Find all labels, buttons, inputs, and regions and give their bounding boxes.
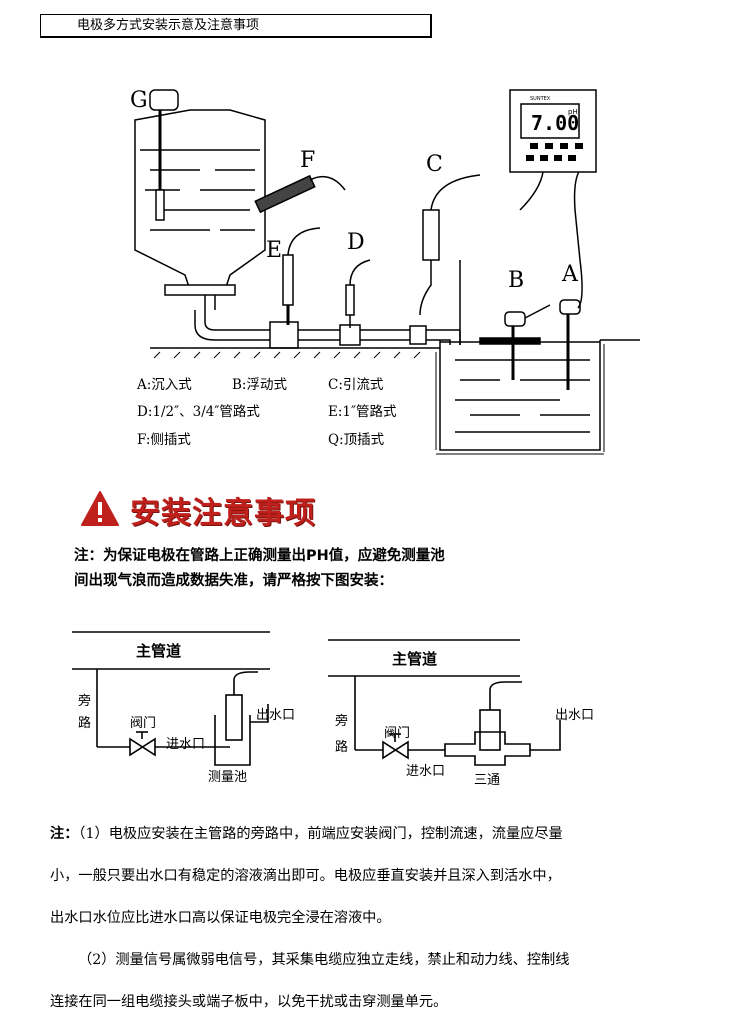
left-outlet: 出水口 bbox=[256, 708, 296, 723]
page-header: 电极多方式安装示意及注意事项 bbox=[40, 14, 432, 38]
left-inlet: 进水口 bbox=[166, 737, 206, 752]
warning-title: 安装注意事项 bbox=[130, 496, 316, 531]
notes-label: 注： bbox=[50, 826, 79, 842]
notes-p1-text1: （1）电极应安装在主管路的旁路中，前端应安装阀门，控制流速，流量应尽量 bbox=[78, 826, 563, 842]
right-outlet: 出水口 bbox=[555, 708, 595, 723]
legend-q: Q:顶插式 bbox=[328, 432, 385, 448]
left-main-pipe: 主管道 bbox=[136, 642, 182, 660]
right-inlet: 进水口 bbox=[406, 764, 446, 779]
label-d: D bbox=[347, 230, 365, 255]
warning-triangle-icon bbox=[81, 491, 119, 526]
right-main-pipe: 主管道 bbox=[392, 650, 438, 668]
left-bypass-2: 路 bbox=[78, 716, 92, 731]
right-bypass-1: 旁 bbox=[335, 714, 349, 729]
left-cell: 测量池 bbox=[208, 770, 248, 785]
legend-a: A:沉入式 bbox=[137, 377, 192, 393]
warning-title-block: 安装注意事项 bbox=[80, 490, 315, 531]
right-tee: 三通 bbox=[474, 773, 501, 788]
notes-p1-line3: 出水口水位应比进水口高以保证电极完全浸在溶液中。 bbox=[50, 910, 391, 926]
note1-line1: 注：为保证电极在管路上正确测量出PH值，应避免测量池 bbox=[74, 548, 445, 564]
plumbing-diagrams bbox=[72, 631, 561, 766]
legend-e: E:1″管路式 bbox=[328, 404, 397, 420]
notes-p2-line2: 连接在同一组电缆接头或端子板中，以免干扰或击穿测量单元。 bbox=[50, 994, 448, 1010]
legend-d: D:1/2″、3/4″管路式 bbox=[137, 404, 260, 420]
label-f: F bbox=[300, 148, 316, 173]
meter-unit: pH bbox=[568, 108, 578, 116]
notes-p2-line1: （2）测量信号属微弱电信号，其采集电缆应独立走线，禁止和动力线、控制线 bbox=[78, 952, 570, 968]
tank-body bbox=[134, 109, 266, 291]
left-bypass-1: 旁 bbox=[78, 694, 92, 709]
label-c: C bbox=[426, 152, 443, 177]
notes-p1-line1: 注：（1）电极应安装在主管路的旁路中，前端应安装阀门，控制流速，流量应尽量 bbox=[50, 823, 563, 843]
meter-brand: SUNTEX bbox=[530, 96, 551, 102]
note1-line2: 间出现气浪而造成数据失准，请严格按下图安装： bbox=[74, 573, 393, 589]
label-b: B bbox=[508, 268, 525, 293]
installation-figure: SUNTEX 7.00 pH bbox=[134, 89, 640, 455]
label-a: A bbox=[562, 262, 578, 287]
left-valve: 阀门 bbox=[130, 716, 157, 731]
label-e: E bbox=[266, 238, 283, 263]
meter-reading: 7.00 bbox=[531, 111, 579, 135]
header-title: 电极多方式安装示意及注意事项 bbox=[77, 18, 260, 33]
notes-p1-line2: 小，一般只要出水口有稳定的溶液滴出即可。电极应垂直安装并且深入到活水中， bbox=[50, 868, 561, 884]
right-valve: 阀门 bbox=[384, 726, 411, 741]
label-g: G bbox=[130, 88, 148, 113]
legend-f: F:侧插式 bbox=[137, 432, 191, 448]
legend-c: C:引流式 bbox=[328, 377, 384, 393]
right-bypass-2: 路 bbox=[335, 740, 349, 755]
legend-b: B:浮动式 bbox=[232, 377, 287, 393]
